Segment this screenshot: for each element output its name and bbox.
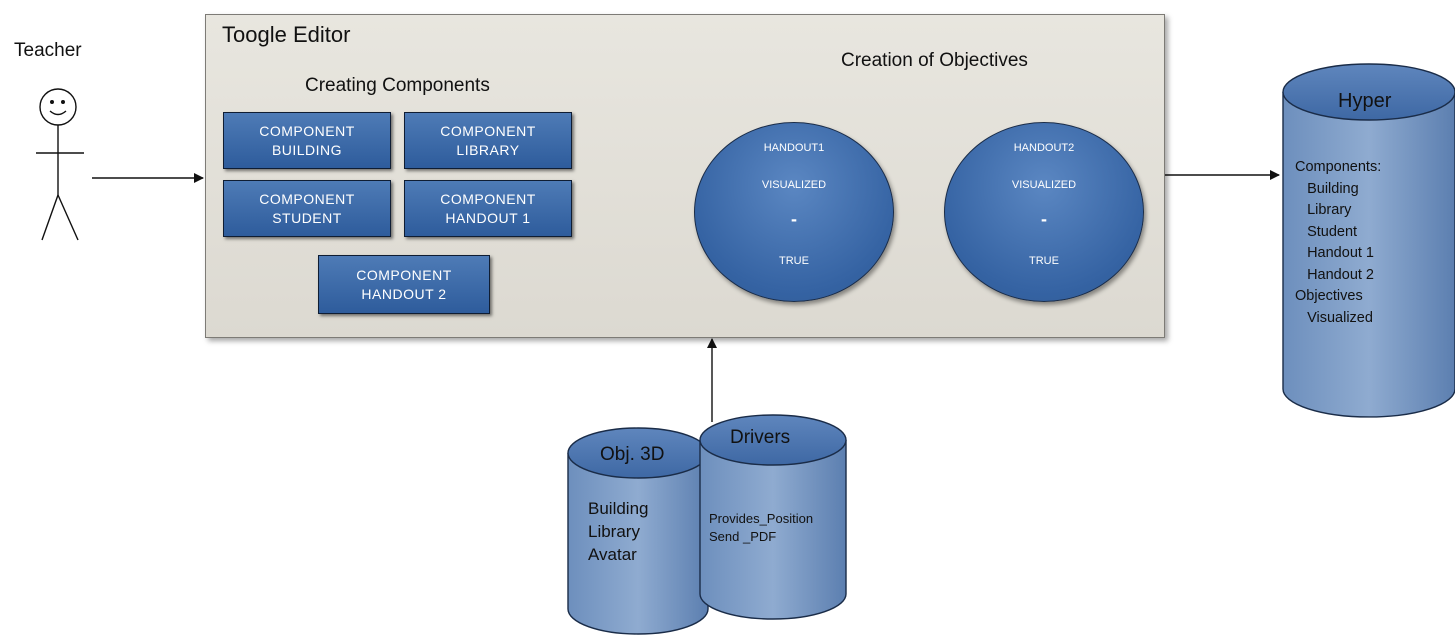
- editor-title: Toogle Editor: [222, 22, 351, 47]
- component-handout1-box: COMPONENT HANDOUT 1: [404, 180, 572, 237]
- obj3d-database-icon: [567, 427, 709, 635]
- component-handout2-label: COMPONENT HANDOUT 2: [356, 266, 452, 302]
- objective-handout1-circle: HANDOUT1 VISUALIZED - TRUE: [694, 122, 894, 302]
- creation-of-objectives-heading: Creation of Objectives: [841, 50, 1028, 71]
- hyper-contents: Components: Building Library Student Han…: [1295, 159, 1382, 326]
- objective-handout2-name: HANDOUT2: [1013, 142, 1075, 154]
- component-student-box: COMPONENT STUDENT: [223, 180, 391, 237]
- obj3d-title: Obj. 3D: [600, 444, 665, 465]
- component-handout2-box: COMPONENT HANDOUT 2: [318, 255, 490, 314]
- teacher-label: Teacher: [14, 40, 82, 61]
- objective-handout2-circle: HANDOUT2 VISUALIZED - TRUE: [944, 122, 1144, 302]
- hyper-database-icon: [1282, 63, 1455, 418]
- hyper-title: Hyper: [1338, 90, 1392, 112]
- objective-handout2-state: VISUALIZED: [1011, 179, 1077, 191]
- component-building-label: COMPONENT BUILDING: [259, 122, 355, 158]
- component-library-label: COMPONENT LIBRARY: [440, 122, 536, 158]
- objective-handout1-separator: -: [791, 209, 797, 229]
- drivers-contents: Provides_Position Send _PDF: [709, 511, 814, 544]
- objective-handout2-value: TRUE: [1029, 255, 1059, 267]
- obj3d-contents: Building Library Avatar: [588, 499, 649, 564]
- objective-handout2-separator: -: [1041, 209, 1047, 229]
- component-library-box: COMPONENT LIBRARY: [404, 112, 572, 169]
- objective-handout1-state: VISUALIZED: [761, 179, 827, 191]
- drivers-database-icon: [699, 414, 847, 620]
- drivers-title: Drivers: [730, 427, 791, 448]
- component-building-box: COMPONENT BUILDING: [223, 112, 391, 169]
- objective-handout1-name: HANDOUT1: [763, 142, 825, 154]
- objective-handout1-value: TRUE: [779, 255, 809, 267]
- creating-components-heading: Creating Components: [305, 75, 490, 96]
- teacher-actor-icon: [36, 88, 84, 241]
- component-student-label: COMPONENT STUDENT: [259, 190, 355, 226]
- component-handout1-label: COMPONENT HANDOUT 1: [440, 190, 536, 226]
